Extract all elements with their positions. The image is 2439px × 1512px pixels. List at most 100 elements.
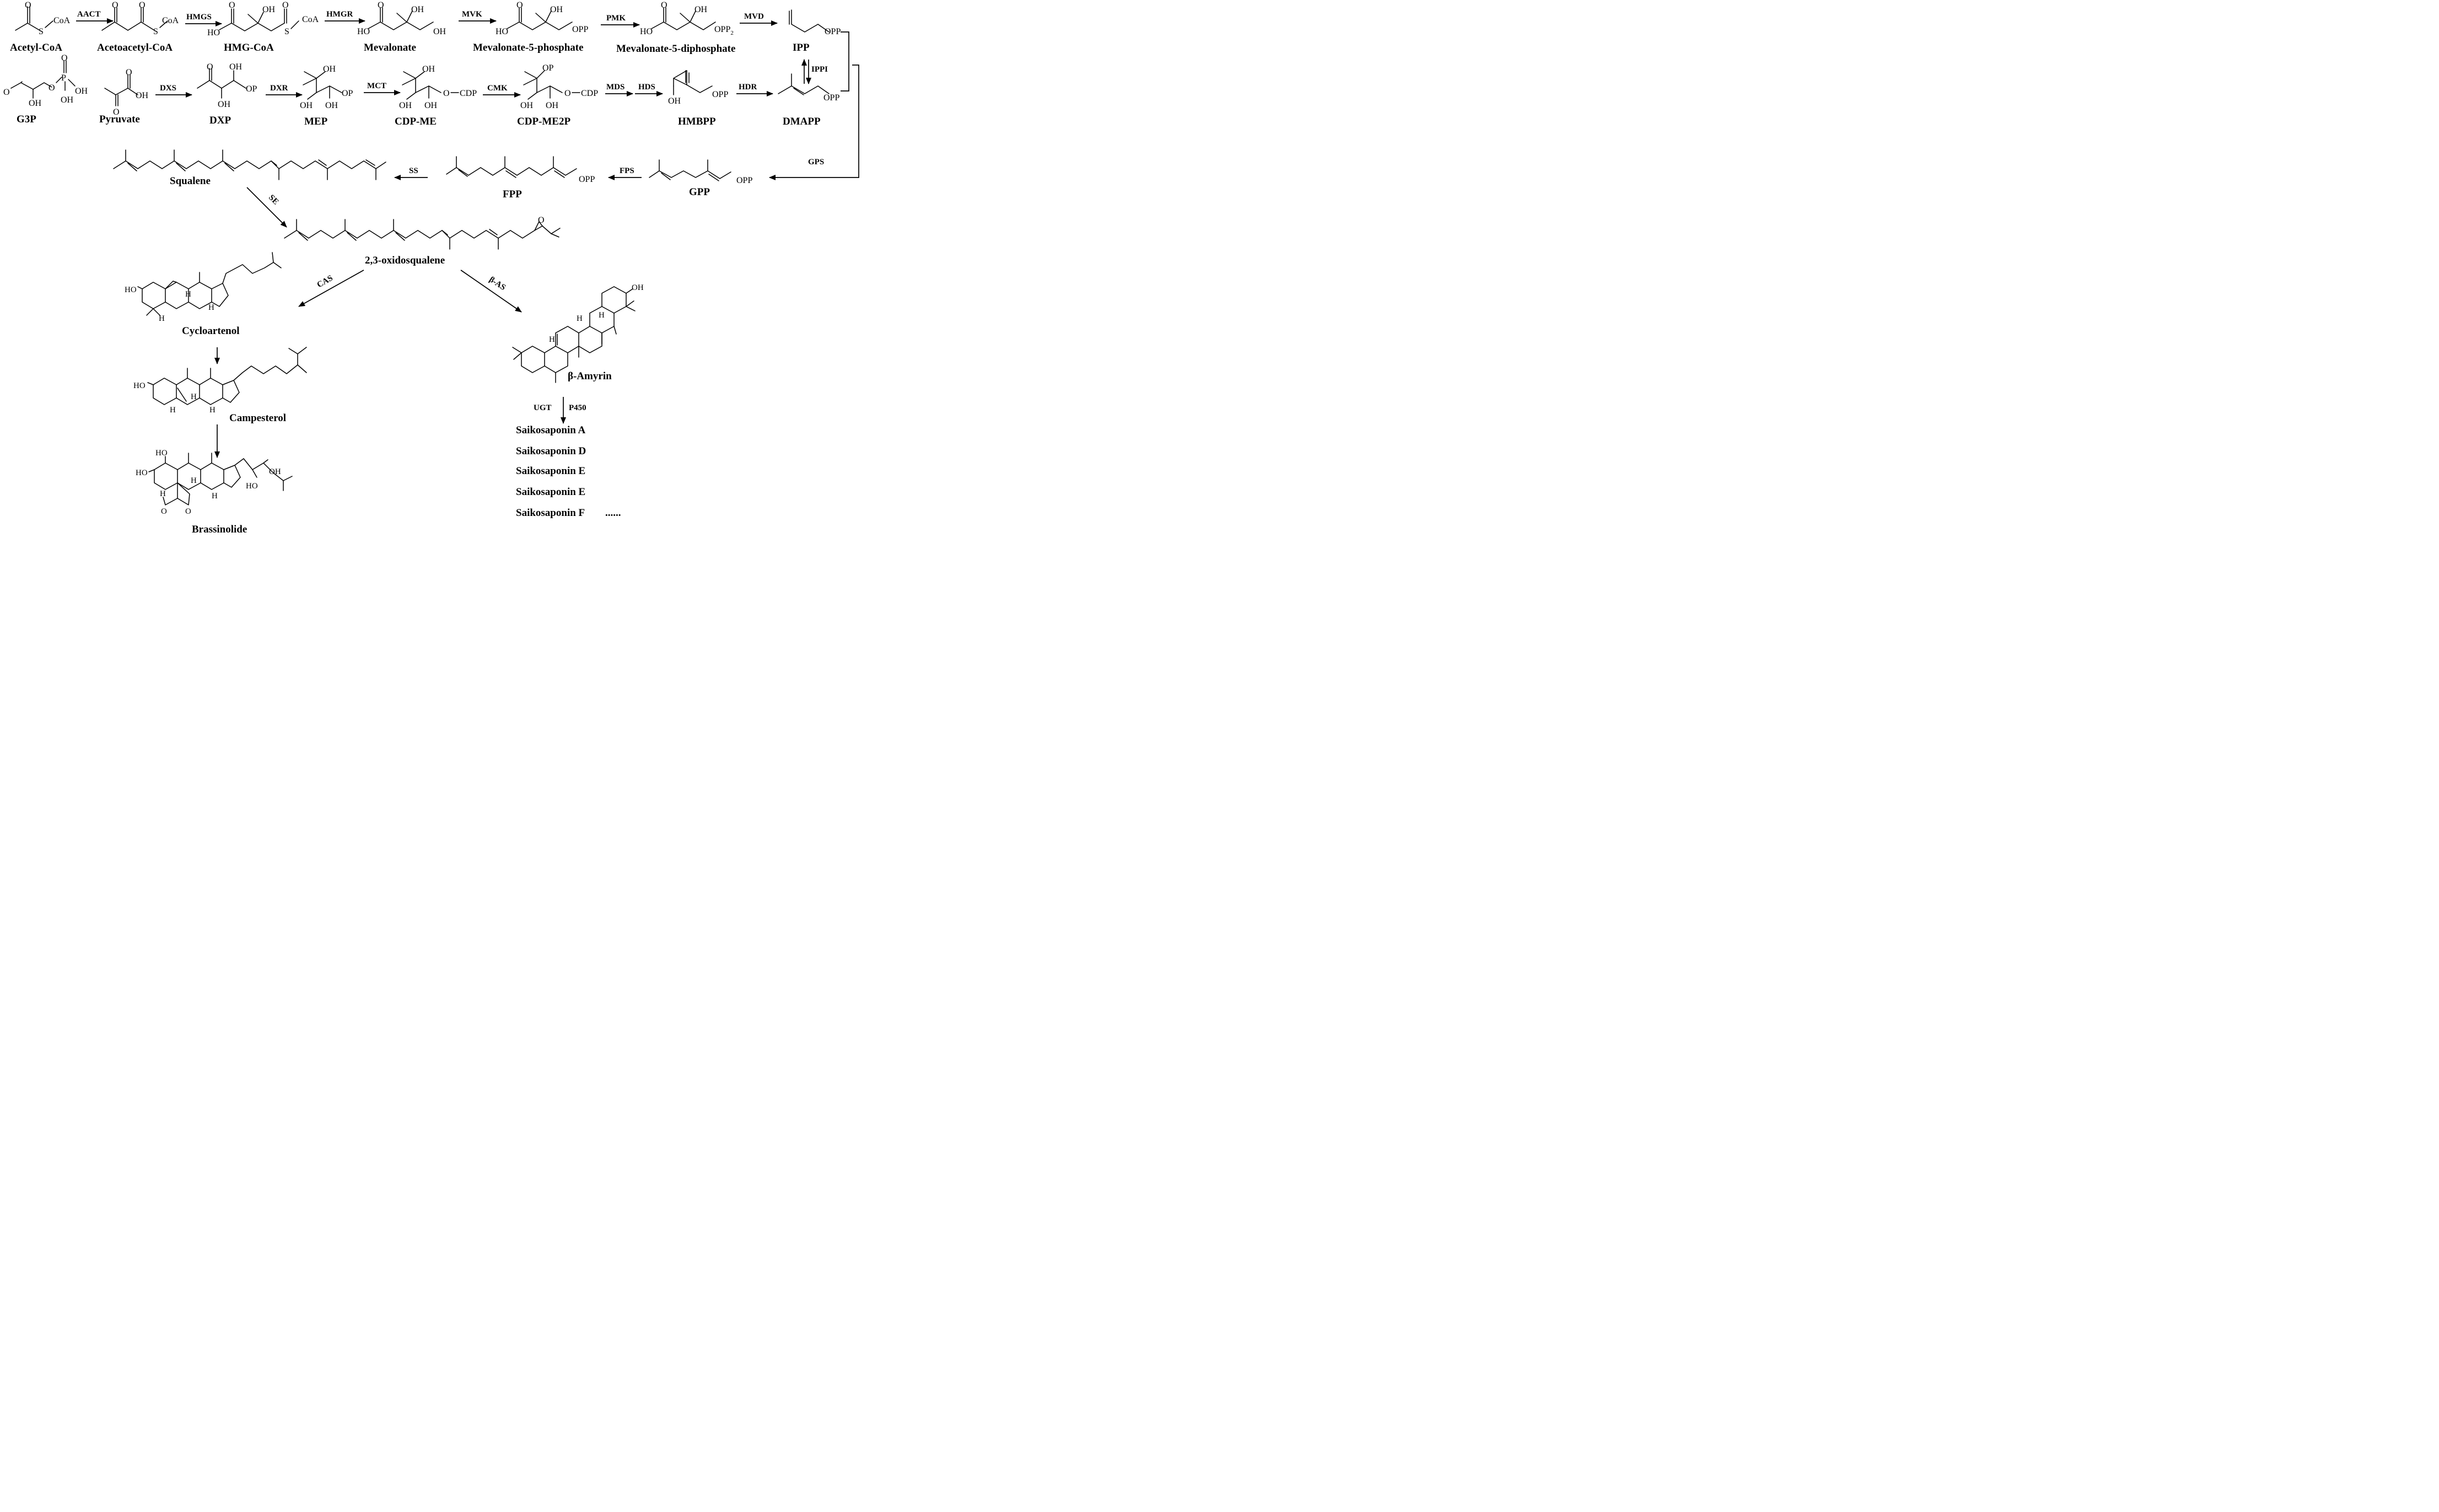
atom-oh: OH bbox=[399, 101, 412, 110]
atom-o: O bbox=[25, 1, 31, 10]
label-hmg-coa: HMG-CoA bbox=[224, 42, 274, 53]
product-saikosaponin-f: Saikosaponin F bbox=[516, 507, 585, 519]
label-g3p: G3P bbox=[17, 114, 36, 125]
enzyme-beta-as: β-AS bbox=[487, 275, 507, 292]
label-dmapp: DMAPP bbox=[783, 116, 821, 127]
atom-oh: OH bbox=[550, 5, 563, 14]
atom-oh: OH bbox=[323, 64, 336, 74]
arrow-beta-as bbox=[460, 270, 522, 313]
g3p-structure: O OH O P O OH OH bbox=[3, 53, 88, 108]
atom-opp2: OPP2 bbox=[714, 25, 734, 36]
enzyme-mvk: MVK bbox=[462, 10, 482, 19]
atom-o: O bbox=[112, 1, 119, 10]
acetoacetyl-coa-structure: O O S CoA bbox=[101, 1, 179, 36]
atom-oh: OH bbox=[262, 5, 276, 14]
atom-p: P bbox=[61, 73, 66, 83]
atom-oh: OH bbox=[229, 62, 243, 72]
atom-h: H bbox=[599, 311, 605, 320]
enzyme-p450: P450 bbox=[569, 403, 586, 412]
mevalonate-5-diphosphate-structure: O OH HO OPP2 bbox=[640, 1, 734, 36]
atom-oh: OH bbox=[300, 101, 313, 110]
atom-o: O bbox=[126, 68, 132, 77]
product-saikosaponin-e: Saikosaponin E bbox=[516, 465, 585, 477]
atom-h: H bbox=[159, 314, 165, 323]
atom-ho: HO bbox=[496, 27, 508, 36]
product-saikosaponin-a: Saikosaponin A bbox=[516, 424, 585, 436]
atom-o: O bbox=[538, 216, 545, 225]
enzyme-ippi: IPPI bbox=[811, 65, 828, 74]
atom-opp: OPP bbox=[712, 90, 728, 99]
enzyme-ugt: UGT bbox=[534, 403, 552, 412]
atom-h: H bbox=[185, 290, 191, 299]
hmg-coa-structure: O OH O HO S CoA bbox=[207, 1, 319, 37]
atom-oh: OH bbox=[668, 96, 681, 106]
label-ipp: IPP bbox=[793, 42, 810, 53]
product-saikosaponin-e-2: Saikosaponin E bbox=[516, 486, 585, 498]
enzyme-aact: AACT bbox=[77, 10, 101, 19]
atom-s: S bbox=[39, 27, 44, 36]
enzyme-cas: CAS bbox=[316, 274, 335, 290]
brassinolide-structure: HO HO O O H H H OH HO bbox=[136, 449, 293, 516]
connector-to-gps bbox=[769, 64, 859, 180]
atom-ho: HO bbox=[357, 27, 370, 36]
label-acetyl-coa: Acetyl-CoA bbox=[10, 42, 62, 53]
atom-opp: OPP bbox=[823, 93, 839, 103]
atom-o: O bbox=[139, 1, 146, 10]
atom-o: O bbox=[516, 1, 523, 10]
beta-amyrin-structure: OH H H H bbox=[512, 283, 644, 383]
products-ellipsis: ...... bbox=[605, 507, 621, 519]
atom-o: O bbox=[661, 1, 667, 10]
label-hmbpp: HMBPP bbox=[678, 116, 716, 127]
label-mep: MEP bbox=[304, 116, 328, 127]
product-saikosaponin-d: Saikosaponin D bbox=[516, 445, 586, 457]
atom-opp: OPP bbox=[579, 175, 595, 184]
atom-oh: OH bbox=[325, 101, 338, 110]
label-fpp: FPP bbox=[503, 189, 522, 200]
atom-cdp: CDP bbox=[460, 89, 477, 98]
mevalonate-5-phosphate-structure: O OH HO OPP bbox=[496, 1, 588, 36]
atom-o: O bbox=[229, 1, 235, 10]
atom-oh: OH bbox=[75, 87, 88, 96]
enzyme-ss: SS bbox=[409, 166, 418, 175]
atom-op: OP bbox=[342, 89, 353, 98]
label-cdp-me: CDP-ME bbox=[395, 116, 437, 127]
enzyme-mds: MDS bbox=[606, 83, 624, 92]
atom-oh: OH bbox=[269, 467, 281, 476]
label-beta-amyrin: β-Amyrin bbox=[568, 370, 612, 382]
atom-oh: OH bbox=[411, 5, 424, 14]
atom-oh: OH bbox=[632, 283, 644, 292]
atom-oh: OH bbox=[29, 99, 42, 108]
atom-h: H bbox=[170, 406, 176, 415]
label-squalene: Squalene bbox=[170, 175, 211, 187]
dxp-structure: O OH OH OP bbox=[197, 62, 257, 109]
label-gpp: GPP bbox=[689, 186, 710, 198]
campesterol-structure: HO H H H bbox=[133, 347, 307, 415]
atom-oh: OH bbox=[61, 95, 74, 105]
enzyme-hmgs: HMGS bbox=[186, 13, 212, 21]
atom-oh: OH bbox=[694, 5, 708, 14]
atom-oh: OH bbox=[433, 27, 446, 36]
atom-opp: OPP bbox=[736, 176, 752, 185]
atom-oh: OH bbox=[520, 101, 534, 110]
enzyme-dxs: DXS bbox=[160, 84, 176, 93]
enzyme-gps: GPS bbox=[808, 158, 824, 166]
ipp-structure: OPP bbox=[789, 9, 841, 36]
atom-s: S bbox=[153, 27, 158, 36]
mevalonate-structure: O OH HO OH bbox=[357, 1, 446, 36]
atom-op: OP bbox=[246, 84, 257, 94]
atom-opp: OPP bbox=[572, 25, 588, 34]
atom-oh: OH bbox=[136, 91, 149, 100]
dmapp-structure: OPP bbox=[778, 73, 839, 103]
cdp-me-structure: OH OH OH O CDP bbox=[399, 64, 477, 110]
label-pyruvate: Pyruvate bbox=[99, 114, 140, 125]
enzyme-hdr: HDR bbox=[739, 83, 757, 92]
acetyl-coa-structure: O S CoA bbox=[15, 1, 71, 36]
atom-ho: HO bbox=[640, 27, 653, 36]
atom-h: H bbox=[208, 303, 214, 312]
atom-ho: HO bbox=[155, 449, 168, 458]
label-mevalonate-5-phosphate: Mevalonate-5-phosphate bbox=[473, 42, 584, 53]
pyruvate-structure: O O OH bbox=[104, 68, 149, 117]
atom-oh: OH bbox=[422, 64, 435, 74]
atom-h: H bbox=[191, 392, 197, 401]
label-mevalonate-5-diphosphate: Mevalonate-5-diphosphate bbox=[616, 43, 735, 55]
